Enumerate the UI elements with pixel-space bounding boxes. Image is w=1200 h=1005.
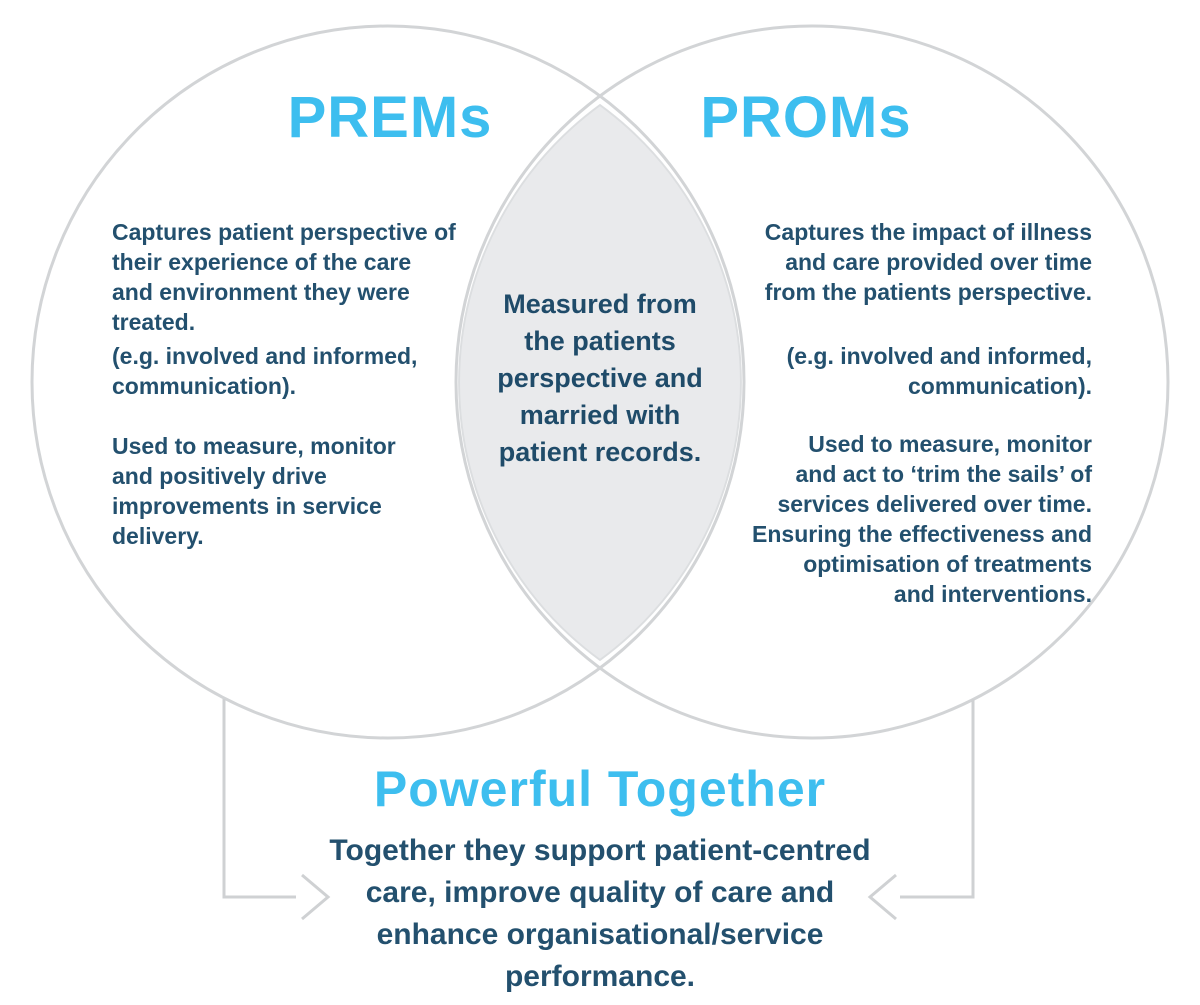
- proms-title: PROMs: [700, 85, 912, 150]
- left-connector-line: [222, 699, 296, 899]
- proms-paragraph-impact: Captures the impact of illness and care …: [764, 219, 1092, 305]
- powerful-together-heading: Powerful Together: [373, 761, 827, 817]
- right-connector-line: [900, 699, 975, 899]
- right-circle-outline: [454, 24, 1170, 740]
- prems-title: PREMs: [287, 85, 493, 150]
- left-circle-outline: [30, 24, 746, 740]
- proms-paragraph-usage: Used to measure, monitor and act to ‘tri…: [752, 431, 1092, 607]
- proms-paragraph-examples: (e.g. involved and informed, communicati…: [786, 343, 1092, 399]
- left-arrowhead-icon: [867, 873, 897, 921]
- overlap-lens-shape: [458, 103, 742, 662]
- prems-paragraph-examples: (e.g. involved and informed, communicati…: [112, 343, 418, 399]
- overlap-description: Measured from the patients perspective a…: [497, 289, 703, 467]
- powerful-together-description: Together they support patient-centred ca…: [329, 834, 871, 993]
- right-arrowhead-icon: [301, 873, 331, 921]
- prems-paragraph-experience: Captures patient perspective of their ex…: [112, 219, 456, 335]
- prems-paragraph-usage: Used to measure, monitor and positively …: [112, 433, 396, 549]
